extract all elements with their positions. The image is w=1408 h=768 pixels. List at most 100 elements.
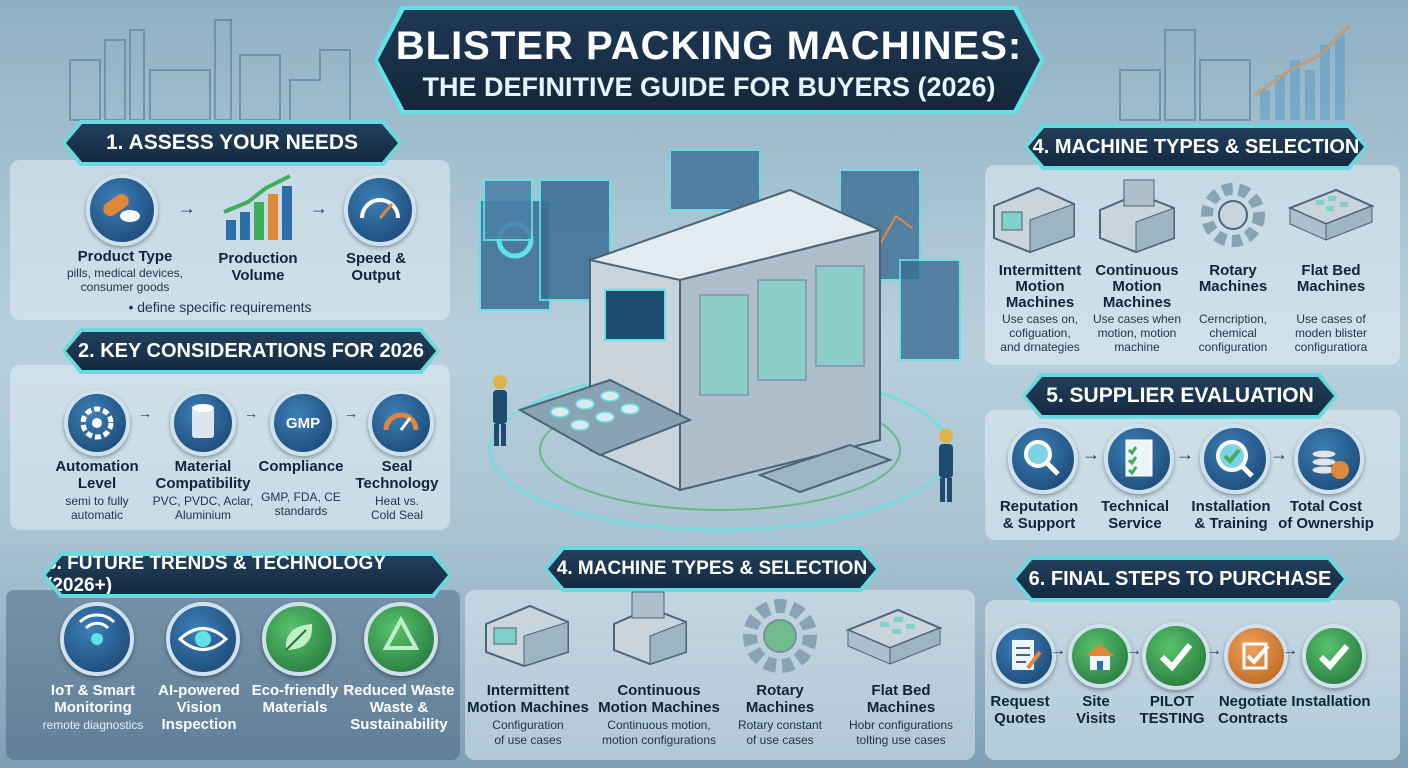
technical-label-1: Technical bbox=[1100, 498, 1170, 515]
s4bot-flatbed-desc-2: tolting use cases bbox=[856, 733, 946, 747]
magnifier-icon bbox=[1008, 424, 1078, 494]
compliance-label: Compliance bbox=[258, 458, 344, 475]
coins-icon bbox=[1294, 424, 1364, 494]
section-4-bottom-heading: 4. MACHINE TYPES & SELECTION bbox=[548, 550, 876, 588]
continuous-machine-icon bbox=[1099, 179, 1175, 254]
reputation-label-1: Reputation bbox=[999, 498, 1079, 515]
quote-form-icon bbox=[992, 624, 1056, 688]
s4top-rotary-label-1: Rotary bbox=[1209, 262, 1257, 279]
pills-icon bbox=[86, 174, 158, 246]
compliance-desc-1: GMP, FDA, CE bbox=[261, 490, 341, 504]
iot-label-1: IoT & Smart bbox=[50, 682, 136, 699]
s4bot-intermittent-label-1: Intermittent bbox=[486, 682, 570, 699]
define-requirements-note: • define specific requirements bbox=[128, 299, 312, 315]
material-label-1: Material bbox=[174, 458, 232, 475]
pilot-testing-label-1: PILOT bbox=[1149, 693, 1195, 710]
s4top-flatbed-desc-1: Use cases of bbox=[1296, 312, 1366, 326]
arrow-icon: → bbox=[1270, 444, 1288, 464]
product-type-desc-2: consumer goods bbox=[80, 280, 170, 294]
flat-bed-machine-icon-2 bbox=[845, 608, 943, 665]
ai-vision-label-3: Inspection bbox=[161, 716, 237, 733]
rotary-gear-icon-2 bbox=[743, 599, 817, 673]
gmp-badge-text: GMP bbox=[285, 414, 321, 432]
arrow-icon: → bbox=[1206, 642, 1222, 659]
automation-label-1: Automation bbox=[55, 458, 139, 475]
iot-label-2: Monitoring bbox=[54, 699, 132, 716]
checkmark-icon bbox=[1142, 622, 1210, 690]
waste-label-3: Sustainability bbox=[350, 716, 448, 733]
seal-label-2: Technology bbox=[355, 475, 439, 492]
leaf-icon bbox=[262, 602, 336, 676]
product-type-label: Product Type bbox=[77, 248, 173, 265]
compliance-desc-2: standards bbox=[274, 504, 328, 518]
section-4-top-heading: 4. MACHINE TYPES & SELECTION bbox=[1028, 128, 1364, 166]
s4bot-rotary-label-2: Machines bbox=[745, 699, 815, 716]
checkmark-icon-2 bbox=[1302, 624, 1366, 688]
section-6-heading: 6. FINAL STEPS TO PURCHASE bbox=[1016, 560, 1344, 598]
foil-roll-icon bbox=[170, 390, 236, 456]
automation-desc-1: semi to fully bbox=[65, 494, 129, 508]
gauge-icon bbox=[368, 390, 434, 456]
seal-desc-1: Heat vs. bbox=[374, 494, 419, 508]
s4top-continuous-desc-1: Use cases when bbox=[1092, 312, 1182, 326]
check-search-icon bbox=[1200, 424, 1270, 494]
installation-training-label-2: & Training bbox=[1194, 515, 1268, 532]
flat-bed-machine-icon bbox=[1287, 188, 1375, 241]
production-volume-label-1: Production bbox=[218, 250, 298, 267]
s4top-continuous-label-3: Machines bbox=[1102, 294, 1172, 311]
checklist-icon bbox=[1104, 424, 1174, 494]
material-label-2: Compatibility bbox=[155, 475, 251, 492]
pilot-testing-label-2: TESTING bbox=[1139, 710, 1205, 727]
growth-chart-icon bbox=[218, 172, 298, 242]
s4top-intermittent-desc-1: Use cases on, bbox=[1001, 312, 1079, 326]
eye-icon bbox=[166, 602, 240, 676]
contract-check-icon bbox=[1224, 624, 1288, 688]
intermittent-machine-icon-2 bbox=[485, 604, 569, 668]
ai-vision-label-2: Vision bbox=[176, 699, 222, 716]
automation-label-2: Level bbox=[77, 475, 117, 492]
arrow-icon: → bbox=[1126, 642, 1142, 659]
arrow-icon: → bbox=[310, 198, 328, 218]
installation-label: Installation bbox=[1291, 693, 1371, 710]
site-visits-label-2: Visits bbox=[1076, 710, 1116, 727]
s4top-rotary-desc-3: configuration bbox=[1198, 340, 1268, 354]
seal-label-1: Seal bbox=[381, 458, 413, 475]
s4top-flatbed-desc-3: configuratiora bbox=[1294, 340, 1368, 354]
s4bot-flatbed-label-1: Flat Bed bbox=[871, 682, 931, 699]
s4bot-rotary-desc-1: Rotary constant bbox=[737, 718, 823, 732]
gmp-badge-icon: GMP bbox=[270, 390, 336, 456]
installation-training-label-1: Installation bbox=[1191, 498, 1271, 515]
s4top-intermittent-label-3: Machines bbox=[1005, 294, 1075, 311]
section-2-heading: 2. KEY CONSIDERATIONS FOR 2026 bbox=[66, 332, 436, 370]
tco-label-2: of Ownership bbox=[1278, 515, 1374, 532]
s4bot-intermittent-desc-2: of use cases bbox=[494, 733, 562, 747]
ai-vision-label-1: AI-powered bbox=[158, 682, 240, 699]
page-subtitle: THE DEFINITIVE GUIDE FOR BUYERS (2026) bbox=[422, 72, 996, 102]
speed-label-2: Output bbox=[351, 267, 401, 284]
eco-label-1: Eco-friendly bbox=[251, 682, 339, 699]
production-volume-label-2: Volume bbox=[231, 267, 285, 284]
technical-label-2: Service bbox=[1108, 515, 1162, 532]
speed-label-1: Speed & bbox=[345, 250, 406, 267]
negotiate-label-2: Contracts bbox=[1217, 710, 1288, 727]
waste-label-2: Waste & bbox=[369, 699, 429, 716]
s4top-rotary-label-2: Machines bbox=[1198, 278, 1268, 295]
title-banner: BLISTER PACKING MACHINES: THE DEFINITIVE… bbox=[374, 6, 1044, 114]
s4bot-intermittent-desc-1: Configuration bbox=[492, 718, 564, 732]
material-desc-2: Aluminium bbox=[174, 508, 231, 522]
arrow-icon: → bbox=[1050, 642, 1066, 659]
intermittent-machine-icon bbox=[993, 186, 1075, 254]
s4bot-continuous-label-1: Continuous bbox=[617, 682, 701, 699]
s4bot-rotary-label-1: Rotary bbox=[756, 682, 804, 699]
arrow-icon: → bbox=[1082, 444, 1100, 464]
s4bot-continuous-desc-2: motion configurations bbox=[601, 733, 717, 747]
s4top-intermittent-desc-3: and drnategies bbox=[1000, 340, 1080, 354]
building-icon bbox=[1068, 624, 1132, 688]
iot-icon bbox=[60, 602, 134, 676]
reputation-label-2: & Support bbox=[1002, 515, 1076, 532]
waste-label-1: Reduced Waste bbox=[343, 682, 455, 699]
section-5-heading: 5. SUPPLIER EVALUATION bbox=[1026, 377, 1334, 415]
request-quotes-label-2: Quotes bbox=[994, 710, 1046, 727]
s4top-rotary-desc-1: Cerncription, bbox=[1198, 312, 1268, 326]
seal-desc-2: Cold Seal bbox=[370, 508, 424, 522]
